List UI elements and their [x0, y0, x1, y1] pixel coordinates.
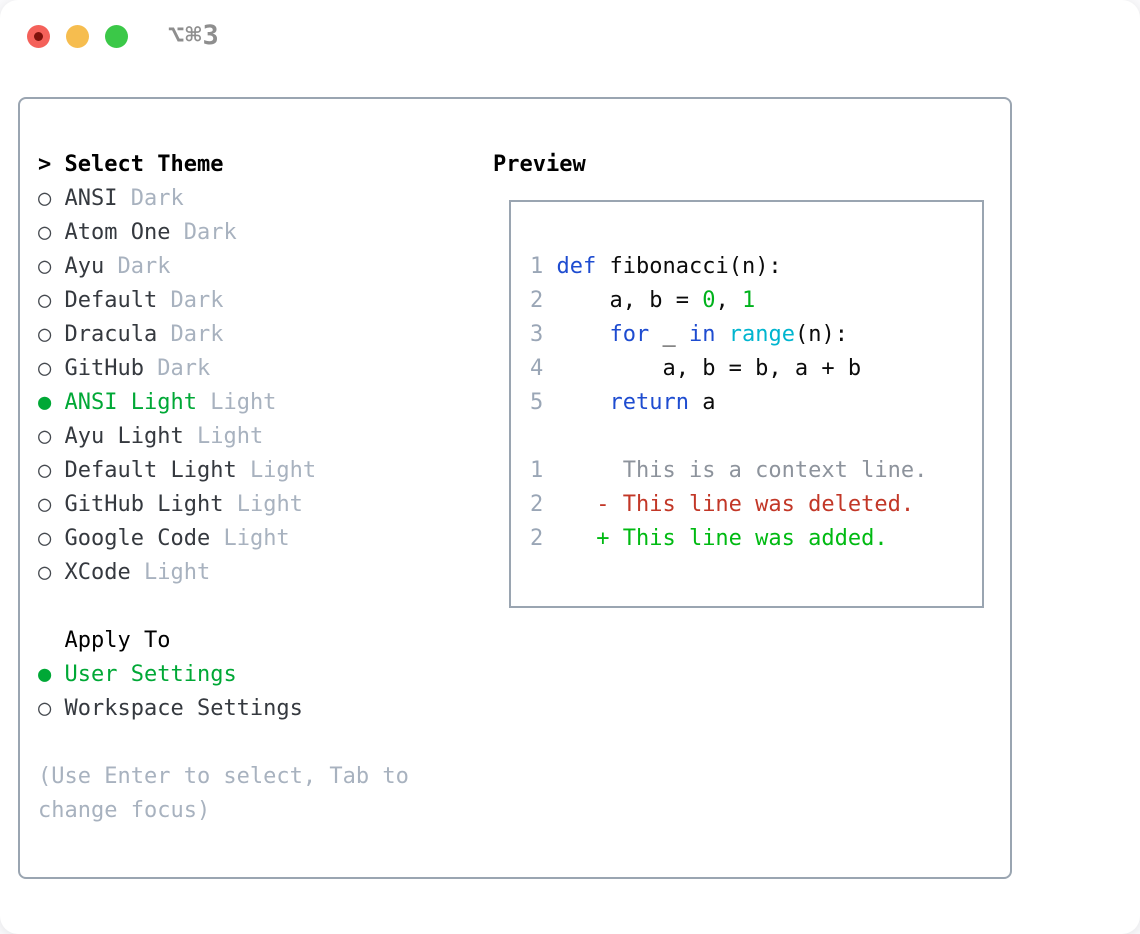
spacer	[38, 590, 440, 624]
line-number: 4	[530, 356, 544, 381]
radio-selected-icon: ●	[38, 390, 52, 415]
theme-variant-tag: Light	[223, 526, 290, 551]
theme-option-ayu[interactable]: ○ Ayu Dark	[38, 250, 440, 284]
code-line: 1 def fibonacci(n):	[530, 254, 782, 279]
preview-box	[509, 200, 984, 608]
radio-unselected-icon: ○	[38, 288, 52, 313]
theme-option-default[interactable]: ○ Default Dark	[38, 284, 440, 318]
radio-unselected-icon: ○	[38, 424, 52, 449]
theme-variant-tag: Dark	[157, 356, 211, 381]
theme-variant-tag: Light	[196, 424, 264, 449]
prompt-caret-icon: >	[38, 152, 52, 177]
theme-option-github[interactable]: ○ GitHub Dark	[38, 352, 440, 386]
keyboard-hint: (Use Enter to select, Tab to change focu…	[38, 764, 423, 823]
code-line: 3 for _ in range(n):	[530, 322, 848, 347]
radio-unselected-icon: ○	[38, 356, 52, 381]
theme-name: Default	[64, 288, 158, 313]
preview-code: 1 def fibonacci(n): 2 a, b = 0, 1 3 for _ …	[530, 250, 927, 556]
theme-name: Ayu	[64, 254, 105, 279]
theme-option-ayu-light[interactable]: ○ Ayu Light Light	[38, 420, 440, 454]
blank-line	[530, 420, 927, 454]
minimize-button[interactable]	[66, 25, 89, 48]
spacer	[38, 726, 440, 760]
radio-unselected-icon: ○	[38, 560, 52, 585]
theme-variant-tag: Dark	[183, 220, 237, 245]
apply-to-header: Apply To	[64, 628, 171, 653]
apply-option-user-settings[interactable]: ● User Settings	[38, 658, 440, 692]
theme-panel: > Select Theme ○ ANSI Dark○ Atom One Dar…	[38, 148, 440, 828]
theme-option-xcode[interactable]: ○ XCode Light	[38, 556, 440, 590]
theme-option-ansi-light[interactable]: ● ANSI Light Light	[38, 386, 440, 420]
radio-unselected-icon: ○	[38, 254, 52, 279]
close-dot-icon	[34, 32, 43, 41]
select-theme-header: > Select Theme	[38, 148, 440, 182]
theme-variant-tag: Light	[249, 458, 317, 483]
radio-unselected-icon: ○	[38, 458, 52, 483]
theme-option-github-light[interactable]: ○ GitHub Light Light	[38, 488, 440, 522]
theme-variant-tag: Dark	[170, 322, 224, 347]
main-panel	[18, 97, 1012, 879]
theme-option-atom-one[interactable]: ○ Atom One Dark	[38, 216, 440, 250]
theme-name: Atom One	[64, 220, 171, 245]
apply-option-workspace-settings[interactable]: ○ Workspace Settings	[38, 692, 440, 726]
theme-option-ansi[interactable]: ○ ANSI Dark	[38, 182, 440, 216]
window-title: ⌥⌘3	[168, 20, 220, 51]
diff-context-line: 1 This is a context line.	[530, 458, 928, 483]
line-number: 2	[530, 492, 544, 517]
theme-variant-tag: Light	[143, 560, 211, 585]
preview-header: Preview	[493, 152, 586, 177]
code-line: 2 a, b = 0, 1	[530, 288, 756, 313]
theme-variant-tag: Dark	[170, 288, 224, 313]
radio-unselected-icon: ○	[38, 696, 52, 721]
theme-name: XCode	[64, 560, 131, 585]
radio-unselected-icon: ○	[38, 526, 52, 551]
theme-variant-tag: Dark	[130, 186, 184, 211]
theme-option-dracula[interactable]: ○ Dracula Dark	[38, 318, 440, 352]
radio-unselected-icon: ○	[38, 322, 52, 347]
theme-variant-tag: Light	[236, 492, 303, 517]
theme-name: ANSI	[64, 186, 118, 211]
line-number: 1	[530, 458, 544, 483]
line-number: 3	[530, 322, 544, 347]
line-number: 5	[530, 390, 544, 415]
titlebar-traffic-lights	[27, 25, 128, 48]
apply-to-list: ● User Settings○ Workspace Settings	[38, 658, 440, 726]
theme-name: GitHub Light	[64, 492, 224, 517]
zoom-button[interactable]	[105, 25, 128, 48]
theme-name: Ayu Light	[64, 424, 184, 449]
theme-name: ANSI Light	[64, 390, 197, 415]
radio-selected-icon: ●	[38, 662, 52, 687]
apply-option-label: Workspace Settings	[64, 696, 303, 721]
line-number: 2	[530, 288, 544, 313]
diff-added-line: 2 + This line was added.	[530, 526, 888, 551]
line-number: 2	[530, 526, 544, 551]
diff-deleted-line: 2 - This line was deleted.	[530, 492, 915, 517]
theme-variant-tag: Light	[210, 390, 277, 415]
radio-unselected-icon: ○	[38, 492, 52, 517]
theme-option-google-code[interactable]: ○ Google Code Light	[38, 522, 440, 556]
apply-option-label: User Settings	[64, 662, 237, 687]
theme-variant-tag: Dark	[117, 254, 171, 279]
code-line: 4 a, b = b, a + b	[530, 356, 862, 381]
theme-list: ○ ANSI Dark○ Atom One Dark○ Ayu Dark○ De…	[38, 182, 440, 590]
theme-name: Dracula	[64, 322, 158, 347]
code-line: 5 return a	[530, 390, 716, 415]
theme-name: Default Light	[64, 458, 237, 483]
theme-name: GitHub	[64, 356, 144, 381]
close-button[interactable]	[27, 25, 50, 48]
line-number: 1	[530, 254, 544, 279]
theme-name: Google Code	[64, 526, 211, 551]
select-theme-label: Select Theme	[64, 152, 224, 177]
radio-unselected-icon: ○	[38, 186, 52, 211]
theme-option-default-light[interactable]: ○ Default Light Light	[38, 454, 440, 488]
radio-unselected-icon: ○	[38, 220, 52, 245]
